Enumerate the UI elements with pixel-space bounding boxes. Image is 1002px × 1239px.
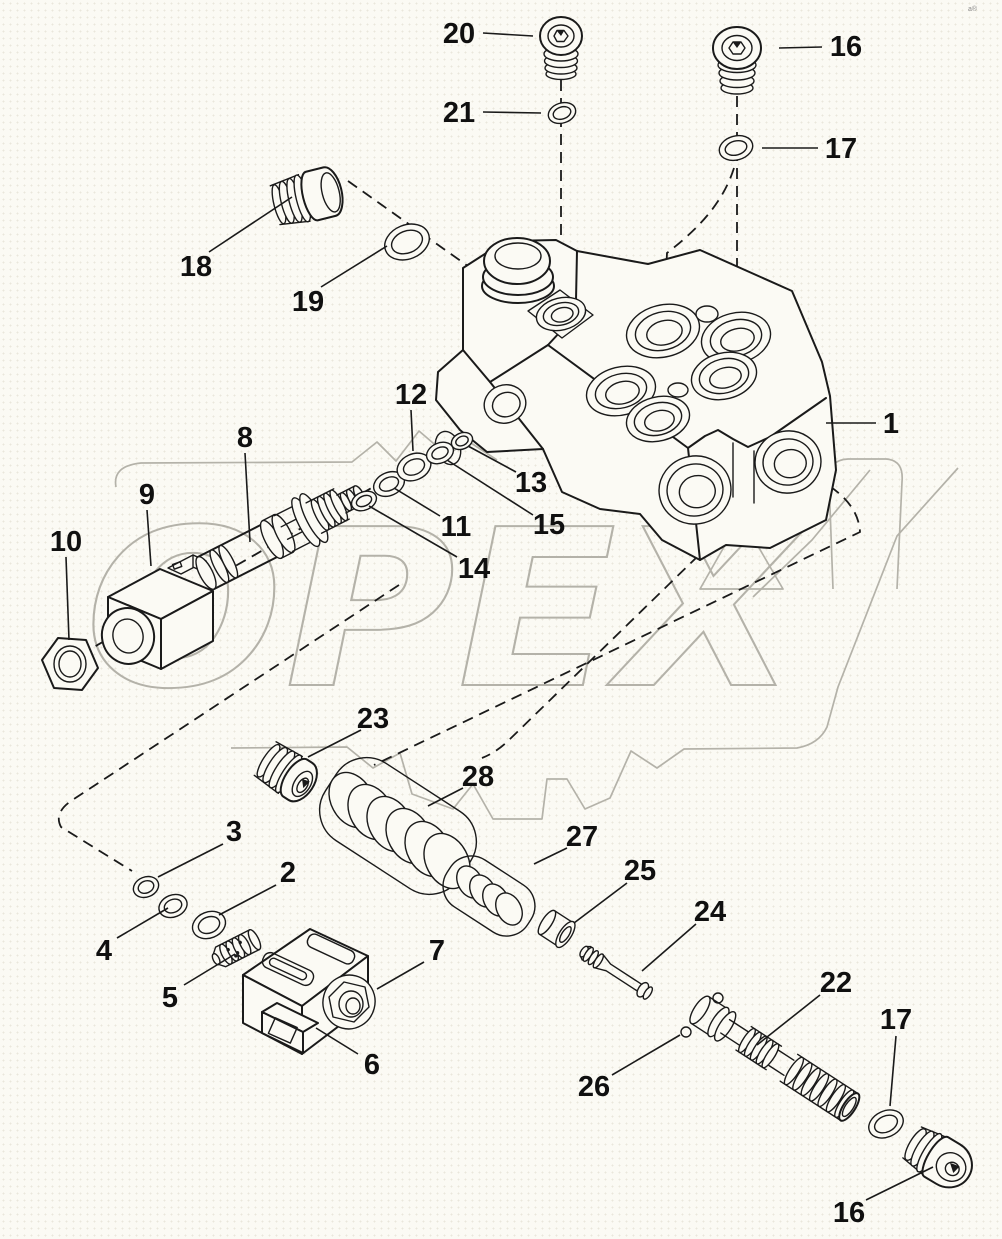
callout-leader-11	[393, 487, 441, 517]
callout-label-17: 17	[825, 133, 857, 165]
callout-leader-7	[376, 961, 425, 990]
part-12-oring	[396, 452, 432, 482]
part-19-oring	[384, 223, 430, 261]
callout-leader-17b	[889, 1035, 897, 1107]
axis-oring17-top	[662, 167, 735, 334]
callout-leader-14	[368, 505, 458, 558]
callout-label-20: 20	[443, 18, 475, 50]
part-6-solenoid-valve	[242, 928, 376, 1055]
callout-leader-19	[320, 245, 388, 288]
callout-label-18: 18	[180, 251, 212, 283]
callout-label-5: 5	[162, 982, 178, 1014]
callout-leader-28	[427, 787, 464, 807]
watermark-emblem-arch	[828, 458, 904, 590]
callout-leader-16b	[865, 1166, 934, 1201]
part-18-plug	[269, 166, 344, 226]
callout-label-23: 23	[357, 703, 389, 735]
part-25-bushing	[537, 909, 576, 949]
part-20-socket-plug	[539, 16, 583, 81]
callout-leader-8	[244, 452, 251, 543]
part-10-nut	[41, 637, 99, 691]
callout-label-13: 13	[515, 467, 547, 499]
part-3-oring	[132, 875, 160, 899]
block-connector	[261, 1002, 319, 1054]
callout-label-11: 11	[441, 511, 472, 543]
callout-leader-3	[157, 843, 224, 878]
callout-label-4: 4	[96, 935, 112, 967]
callout-label-28: 28	[462, 761, 494, 793]
callout-label-1: 1	[883, 408, 899, 440]
callout-label-15: 15	[533, 509, 565, 541]
part-1-valve-body	[434, 237, 837, 561]
part-5-cartridge-stem	[211, 928, 262, 968]
callout-leader-24	[641, 923, 697, 972]
callout-leader-21	[482, 111, 542, 114]
part-4-oring	[158, 893, 188, 919]
axis-compensator-b	[481, 517, 738, 759]
callout-leader-13	[467, 445, 517, 473]
callout-label-19: 19	[292, 286, 324, 318]
callout-label-7: 7	[429, 935, 445, 967]
part-23-plug	[253, 741, 318, 803]
callout-label-27: 27	[566, 821, 598, 853]
axis-compensator-a	[373, 469, 861, 766]
callout-leader-27	[533, 847, 568, 865]
callout-label-12: 12	[395, 379, 427, 411]
callout-label-8: 8	[237, 422, 253, 454]
callout-label-22: 22	[820, 967, 852, 999]
axis-solenoid-valve	[57, 584, 400, 872]
callout-label-2: 2	[280, 857, 296, 889]
callout-leader-15	[446, 459, 534, 516]
callout-label-3: 3	[226, 816, 242, 848]
part-28-spring	[318, 756, 478, 896]
part-17-oring-bottom	[868, 1109, 904, 1139]
callout-leader-12	[410, 409, 414, 452]
watermark-emblem-band	[230, 467, 959, 820]
callout-label-21: 21	[443, 97, 475, 129]
callout-leader-25	[573, 882, 628, 924]
part-9-coil	[100, 554, 214, 670]
callout-label-16: 16	[830, 31, 862, 63]
part-27-spring	[442, 855, 536, 937]
callout-label-10: 10	[50, 526, 82, 558]
callout-label-6: 6	[364, 1049, 380, 1081]
callout-leader-9	[146, 509, 152, 567]
callout-leader-22	[756, 994, 821, 1046]
callout-leader-23	[307, 729, 362, 758]
callout-leader-18	[208, 196, 293, 253]
part-15-oring	[450, 431, 474, 451]
callout-label-17b: 17	[880, 1004, 912, 1036]
callout-label-26: 26	[578, 1071, 610, 1103]
callout-label-14: 14	[458, 553, 490, 585]
callout-layer: 2021161718191289101315111412328273245762…	[50, 18, 934, 1229]
callout-label-16b: 16	[833, 1197, 865, 1229]
callout-leader-16	[778, 46, 823, 49]
part-22-spool	[689, 995, 861, 1122]
callout-label-25: 25	[624, 855, 656, 887]
corner-mark: a®	[968, 5, 978, 13]
part-21-oring	[547, 101, 577, 125]
part-7-nut	[322, 974, 376, 1030]
axis-plug18	[347, 180, 490, 282]
callout-leader-10	[65, 556, 70, 641]
callout-label-9: 9	[139, 479, 155, 511]
watermark-emblem-top	[114, 430, 498, 488]
callout-leader-2	[218, 884, 277, 916]
part-16-socket-plug-top	[712, 26, 762, 95]
callout-leader-6	[315, 1027, 359, 1055]
part-2-oring	[191, 910, 227, 940]
part-16-socket-plug-bottom	[902, 1126, 973, 1189]
part-17-oring-top	[718, 134, 754, 162]
part-27-outline	[442, 855, 536, 937]
part-24-pin	[579, 945, 654, 1000]
callout-leader-26	[611, 1034, 681, 1076]
callout-leader-4	[116, 907, 169, 939]
callout-leader-20	[482, 32, 534, 37]
callout-leader-5	[183, 953, 236, 986]
callout-label-24: 24	[694, 896, 726, 928]
watermark-emblem-band-inner	[752, 469, 871, 598]
